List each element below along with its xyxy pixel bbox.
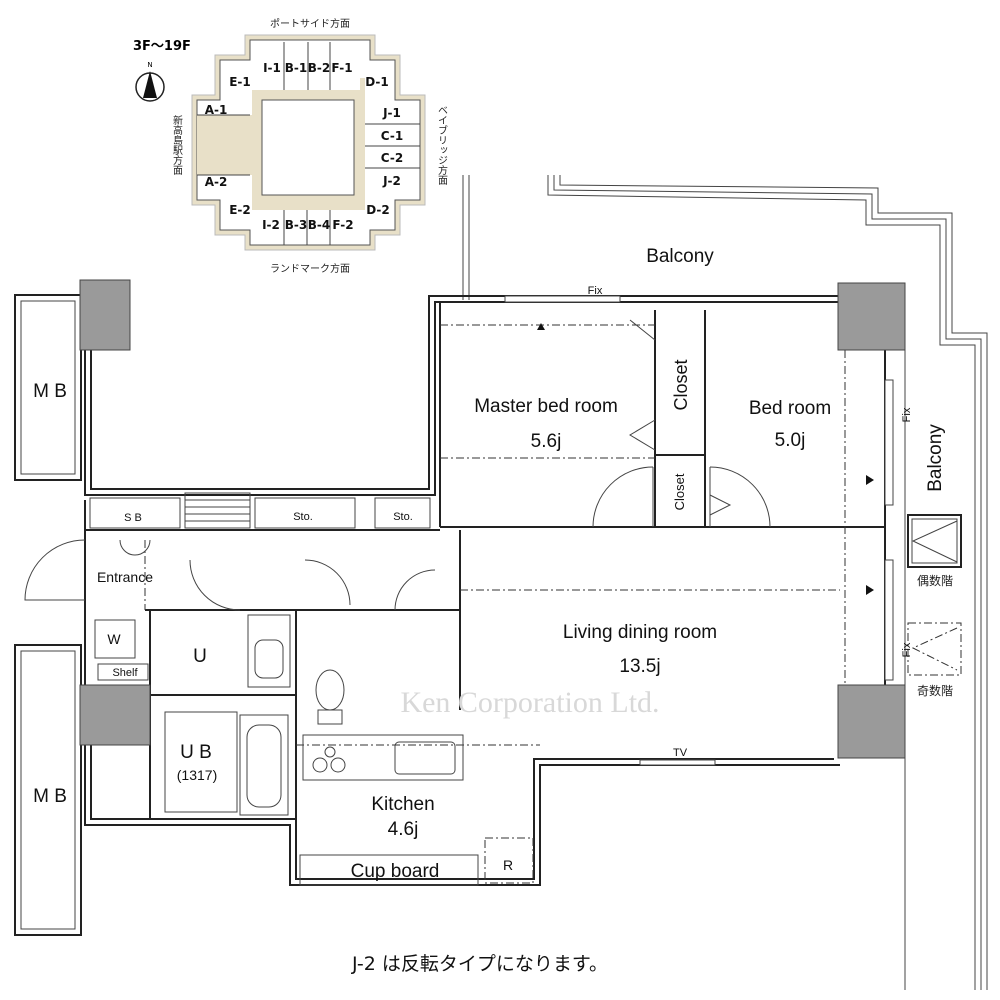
tv-panel	[639, 759, 716, 766]
label-utility: U	[193, 646, 207, 667]
key-unit: B-4	[308, 218, 330, 232]
svg-text:N: N	[147, 61, 152, 69]
label-master-bed: Master bed room	[474, 396, 618, 417]
key-unit: D-1	[365, 75, 389, 89]
label-shelf: Shelf	[112, 667, 138, 679]
pillar	[79, 684, 151, 746]
watermark: Ken Corporation Ltd.	[400, 686, 659, 719]
key-unit: C-2	[381, 151, 403, 165]
label-closet-small: Closet	[672, 473, 687, 510]
label-living: Living dining room	[563, 622, 717, 643]
label-bed: Bed room	[749, 398, 831, 419]
label-odd-floor: 奇数階	[917, 683, 953, 698]
fix-window-right	[884, 559, 894, 681]
arrow-icon	[537, 323, 545, 330]
shelf-box	[97, 663, 149, 681]
label-balcony-top: Balcony	[646, 246, 714, 267]
label-living-size: 13.5j	[619, 656, 660, 677]
sb-box	[89, 497, 181, 529]
refrigerator-box	[484, 837, 534, 884]
label-balcony-right: Balcony	[925, 424, 946, 492]
pillar	[79, 279, 131, 351]
key-unit: B-2	[308, 61, 330, 75]
label-bed-size: 5.0j	[775, 430, 806, 451]
label-tv: TV	[673, 747, 688, 759]
key-unit: A-1	[205, 103, 228, 117]
key-unit: F-2	[332, 218, 353, 232]
label-washer: W	[107, 631, 121, 647]
label-fix-top: Fix	[588, 285, 603, 297]
room-divisions	[144, 324, 846, 746]
mb-bottom	[14, 644, 82, 936]
label-mb-top: M B	[33, 381, 67, 402]
stair-box	[184, 492, 251, 529]
label-entrance: Entrance	[97, 569, 153, 585]
bathtub	[239, 714, 289, 816]
direction-top: ポートサイド方面	[270, 17, 350, 30]
stair-even	[907, 514, 962, 568]
label-unit-bath: U B	[180, 742, 212, 763]
stove-icon	[312, 746, 346, 773]
key-unit: B-3	[285, 218, 307, 232]
label-master-bed-size: 5.6j	[531, 431, 562, 452]
label-sb: S B	[124, 512, 142, 524]
key-unit: I-1	[263, 61, 281, 75]
key-unit: A-2	[205, 175, 228, 189]
key-unit: C-1	[381, 129, 403, 143]
key-unit: E-1	[229, 75, 251, 89]
kitchen-counter	[302, 734, 464, 781]
direction-right: ベイブリッジ方面	[436, 105, 448, 186]
sto-box	[254, 497, 356, 529]
fix-window-right	[884, 379, 894, 506]
pillar	[837, 684, 906, 759]
key-unit: F-1	[331, 61, 352, 75]
key-map-courtyard	[261, 99, 355, 196]
compass-icon: N	[135, 61, 165, 102]
label-fix-right-2: Fix	[901, 642, 913, 657]
label-refrigerator: R	[503, 857, 513, 873]
pillar	[837, 282, 906, 351]
key-unit: I-2	[262, 218, 280, 232]
key-unit: J-1	[382, 106, 401, 120]
sink-icon	[394, 741, 456, 775]
label-fix-right-1: Fix	[901, 407, 913, 422]
washbasin	[247, 614, 291, 688]
label-cupboard: Cup board	[351, 861, 440, 882]
label-sto-1: Sto.	[293, 511, 313, 523]
footnote: J-2 は反転タイプになります。	[351, 953, 608, 975]
mb-top	[14, 294, 82, 481]
doors	[24, 319, 771, 611]
key-unit-current: J-2	[382, 174, 401, 188]
label-kitchen: Kitchen	[371, 794, 434, 815]
key-map-corridor-left	[197, 115, 252, 175]
direction-bottom: ランドマーク方面	[270, 262, 350, 275]
washer-box	[94, 619, 136, 659]
label-unit-bath-size: (1317)	[177, 767, 217, 783]
cupboard-box	[299, 854, 479, 886]
key-unit: D-2	[366, 203, 390, 217]
label-sto-2: Sto.	[393, 511, 413, 523]
walls	[84, 290, 886, 886]
label-closet-large: Closet	[671, 359, 691, 410]
key-unit: E-2	[229, 203, 251, 217]
direction-left: 新高島駅方面	[171, 114, 183, 176]
balcony-outline	[462, 175, 988, 990]
stair-odd	[907, 622, 962, 676]
floor-range: 3F〜19F	[133, 39, 191, 54]
sto-box	[374, 497, 431, 529]
key-unit: B-1	[285, 61, 307, 75]
fix-window-top	[504, 295, 621, 303]
toilet	[315, 669, 345, 711]
key-map: I-1 B-1 B-2 F-1 D-1 E-1 A-1 J-1 C-1 C-2 …	[133, 17, 448, 275]
label-kitchen-size: 4.6j	[388, 819, 419, 840]
label-even-floor: 偶数階	[917, 573, 953, 588]
label-mb-bottom: M B	[33, 786, 67, 807]
unit-bath-area	[164, 711, 238, 813]
